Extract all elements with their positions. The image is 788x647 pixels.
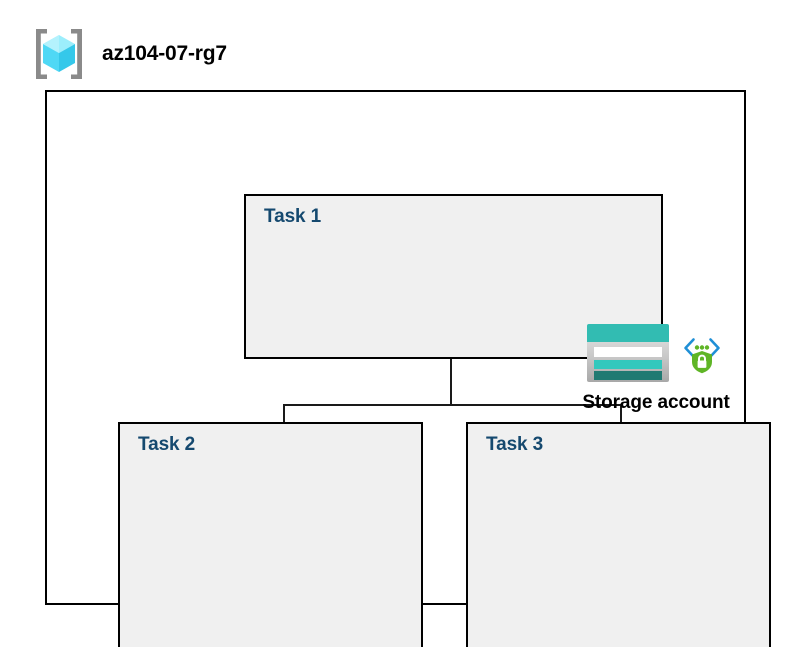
- resource-group-icon: [30, 26, 88, 82]
- task-1-box: Task 1: [244, 194, 730, 413]
- connector-horizontal-bus: [283, 404, 622, 406]
- task-3-label: Task 3: [486, 434, 544, 455]
- storage-encryption-shield-icon: [678, 329, 726, 377]
- resource-group-boundary: Task 1: [45, 90, 771, 647]
- resource-group-name: az104-07-rg7: [102, 42, 227, 65]
- storage-account-icon: [586, 323, 670, 383]
- resource-group-header: az104-07-rg7: [30, 26, 227, 82]
- task-3-box: Task 3: [466, 422, 771, 647]
- storage-account-label: Storage account: [582, 392, 730, 413]
- task-1-label: Task 1: [264, 206, 322, 227]
- task-2-box: Task 2: [118, 422, 423, 647]
- node-storage-account[interactable]: Storage account: [536, 320, 776, 414]
- storage-account-icon-group: [586, 320, 726, 386]
- task-2-label: Task 2: [138, 434, 196, 455]
- connector-storage-to-bus: [450, 340, 452, 406]
